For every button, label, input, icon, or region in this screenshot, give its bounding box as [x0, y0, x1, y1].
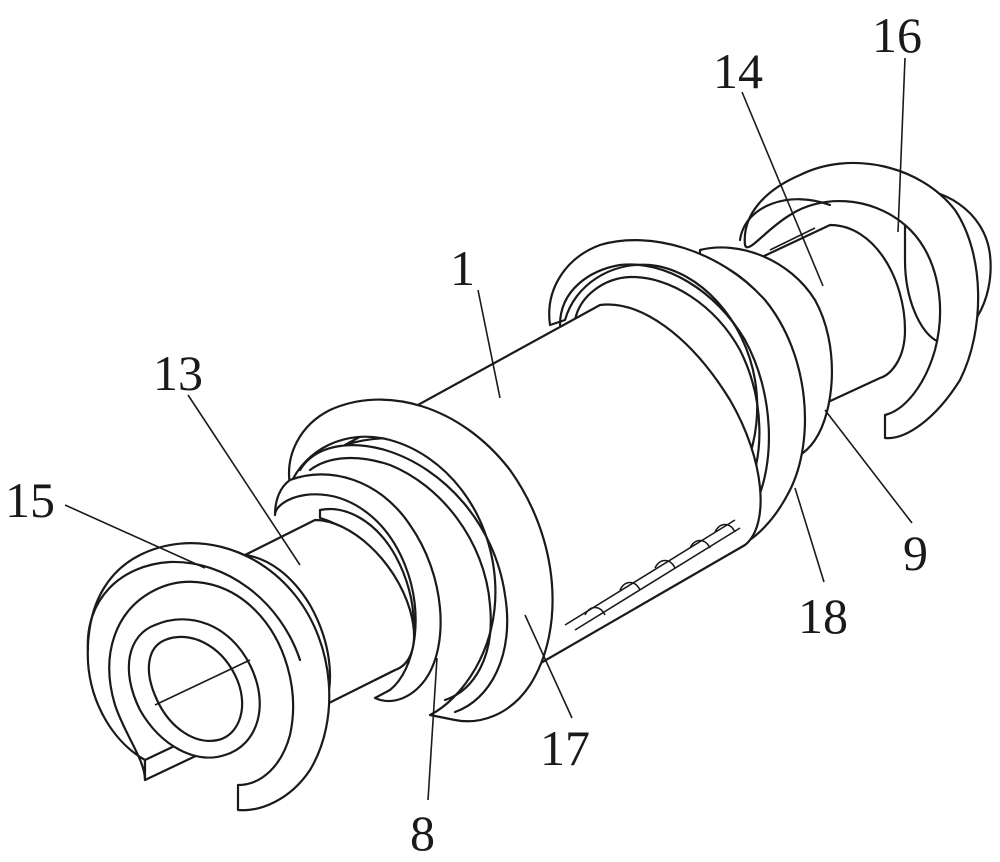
left-large-ring-17	[287, 398, 554, 723]
leader-16	[897, 57, 906, 233]
label-14: 14	[713, 43, 763, 99]
label-8: 8	[410, 805, 435, 861]
leader-15	[64, 504, 206, 569]
left-hollow-tube-end	[127, 618, 261, 759]
label-13: 13	[153, 345, 203, 401]
leader-8	[427, 657, 438, 801]
leader-14	[741, 91, 824, 287]
part-labels: 1 8 9 13 14 15 16 17 18	[5, 7, 928, 861]
label-17: 17	[540, 720, 590, 776]
label-15: 15	[5, 472, 55, 528]
leader-9	[824, 409, 913, 524]
left-shaft	[243, 518, 415, 707]
label-9: 9	[903, 525, 928, 581]
leader-1	[477, 289, 501, 399]
right-c-clip	[738, 161, 992, 440]
leader-17	[524, 614, 573, 719]
leader-18	[794, 487, 825, 583]
label-16: 16	[872, 7, 922, 63]
leader-13	[187, 394, 301, 566]
label-1: 1	[450, 240, 475, 296]
leader-lines	[64, 57, 913, 801]
label-18: 18	[798, 588, 848, 644]
